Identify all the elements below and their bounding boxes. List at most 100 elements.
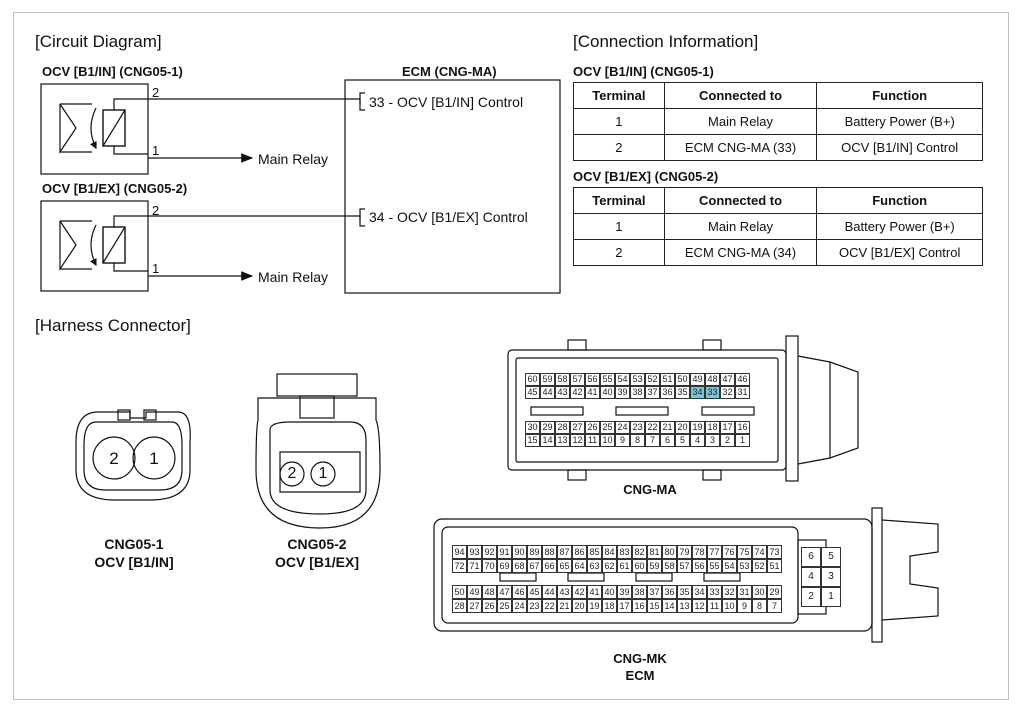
connector-pin: 67 (527, 559, 542, 573)
connector-pin: 41 (585, 386, 600, 399)
connector-pin: 8 (752, 599, 767, 613)
connector-pin: 11 (707, 599, 722, 613)
connector-pin: 48 (705, 373, 720, 386)
connector-pin: 17 (720, 421, 735, 434)
connector-pin: 51 (767, 559, 782, 573)
connector-pin: 20 (572, 599, 587, 613)
connection-table-ocv-in: Terminal Connected to Function 1 Main Re… (573, 82, 983, 161)
connector-pin: 25 (600, 421, 615, 434)
connector-pin: 2 (720, 434, 735, 447)
table-row: 1 Main Relay Battery Power (B+) (573, 213, 983, 240)
connector-pin: 71 (467, 559, 482, 573)
connector-pin: 53 (737, 559, 752, 573)
cell-function: Battery Power (B+) (816, 108, 983, 135)
cell-connected-to: Main Relay (663, 108, 818, 135)
connector-pin: 34 (690, 386, 705, 399)
cng05-1-pin-1: 1 (149, 449, 159, 468)
connector-pin: 56 (692, 559, 707, 573)
connector-pin: 39 (615, 386, 630, 399)
cng-mk-sublabel: ECM (625, 668, 655, 683)
connector-pin: 72 (452, 559, 467, 573)
connector-pin: 49 (690, 373, 705, 386)
cng05-1-sublabel: OCV [B1/IN] (94, 554, 174, 570)
connector-pin: 91 (497, 545, 512, 559)
connector-pin: 28 (555, 421, 570, 434)
connector-pin: 9 (737, 599, 752, 613)
connector-pin: 24 (615, 421, 630, 434)
connector-pin: 29 (540, 421, 555, 434)
connector-pin: 76 (722, 545, 737, 559)
connector-pin: 36 (660, 386, 675, 399)
ocv-ex-pin-1-label: 1 (152, 261, 160, 276)
connector-pin: 57 (570, 373, 585, 386)
connector-pin: 93 (467, 545, 482, 559)
connector-pin: 74 (752, 545, 767, 559)
connector-pin: 48 (482, 585, 497, 599)
connector-pin: 39 (617, 585, 632, 599)
cng05-2-pin-1: 1 (318, 465, 328, 482)
connector-pin: 38 (632, 585, 647, 599)
connector-pin: 65 (557, 559, 572, 573)
connector-pin: 35 (675, 386, 690, 399)
connector-pin: 79 (677, 545, 692, 559)
connector-pin: 14 (540, 434, 555, 447)
connector-pin: 43 (557, 585, 572, 599)
connector-pin: 50 (452, 585, 467, 599)
ecm-pin-34-label: 34 - OCV [B1/EX] Control (369, 209, 528, 225)
connector-pin: 69 (497, 559, 512, 573)
connector-pin: 40 (602, 585, 617, 599)
connector-pin: 5 (821, 547, 841, 567)
connector-pin: 53 (630, 373, 645, 386)
connector-pin: 4 (801, 567, 821, 587)
connector-pin: 45 (527, 585, 542, 599)
cng-ma-label: CNG-MA (623, 482, 677, 497)
connector-pin: 49 (467, 585, 482, 599)
connector-pin: 54 (722, 559, 737, 573)
header-connected-to: Connected to (663, 187, 818, 214)
connector-pin: 32 (720, 386, 735, 399)
header-function: Function (816, 82, 983, 109)
connector-pin: 75 (737, 545, 752, 559)
connector-pin: 55 (707, 559, 722, 573)
connector-pin: 43 (555, 386, 570, 399)
connector-pin: 84 (602, 545, 617, 559)
cng05-2-sublabel: OCV [B1/EX] (274, 554, 359, 570)
connector-pin: 62 (602, 559, 617, 573)
connector-pin: 85 (587, 545, 602, 559)
connector-pin: 36 (662, 585, 677, 599)
connector-pin: 80 (662, 545, 677, 559)
connector-pin: 10 (722, 599, 737, 613)
connector-pin: 13 (555, 434, 570, 447)
connector-pin: 19 (690, 421, 705, 434)
connector-pin: 46 (735, 373, 750, 386)
connector-pin: 3 (821, 567, 841, 587)
connector-pin: 16 (632, 599, 647, 613)
connector-pin: 63 (587, 559, 602, 573)
connector-pin: 13 (677, 599, 692, 613)
connector-pin: 1 (821, 587, 841, 607)
connector-pin: 18 (602, 599, 617, 613)
ocv-in-pin-1-label: 1 (152, 143, 160, 158)
ocv-in-title: OCV [B1/IN] (CNG05-1) (42, 64, 183, 79)
cng-mk-label: CNG-MK (613, 651, 667, 666)
connection-info-heading: [Connection Information] (573, 32, 759, 51)
header-terminal: Terminal (573, 82, 665, 109)
connector-pin: 30 (752, 585, 767, 599)
connector-pin: 60 (632, 559, 647, 573)
connector-pin: 14 (662, 599, 677, 613)
page-frame (13, 12, 1009, 700)
cell-function: Battery Power (B+) (816, 213, 983, 240)
connector-pin: 88 (542, 545, 557, 559)
cell-terminal: 1 (573, 213, 665, 240)
connector-pin: 81 (647, 545, 662, 559)
connector-pin: 59 (540, 373, 555, 386)
connector-pin: 38 (630, 386, 645, 399)
connector-pin: 86 (572, 545, 587, 559)
ecm-pin-33-label: 33 - OCV [B1/IN] Control (369, 94, 524, 110)
connector-pin: 8 (630, 434, 645, 447)
connector-pin: 52 (752, 559, 767, 573)
cell-terminal: 2 (573, 239, 665, 266)
